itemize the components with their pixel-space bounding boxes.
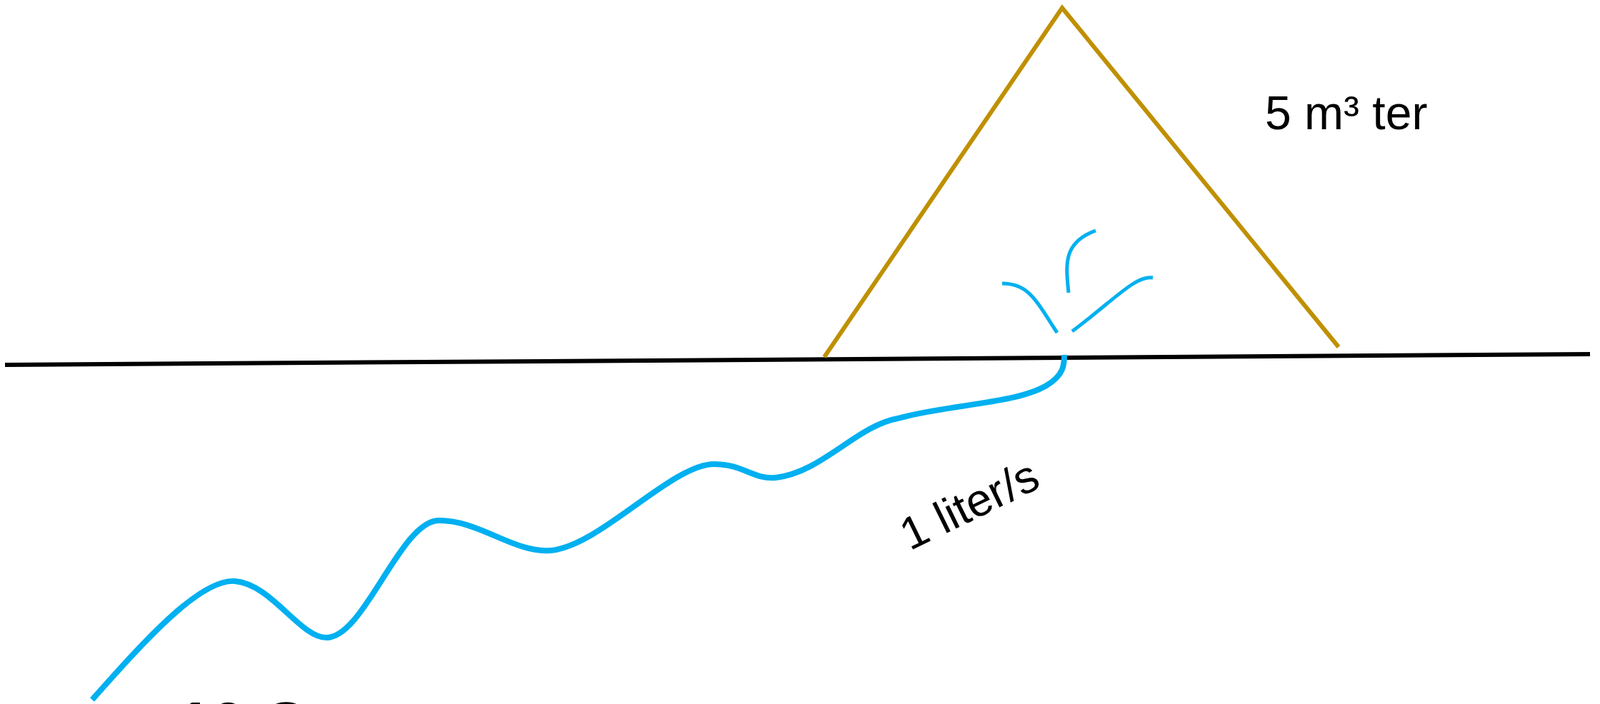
water-splash — [1072, 277, 1153, 332]
water-pipe — [92, 355, 1065, 700]
tent-outline — [824, 7, 1339, 358]
ground-line — [5, 354, 1590, 365]
volume-label: 5 m³ ter — [1265, 87, 1428, 140]
temperature-label: 10 C — [177, 690, 308, 704]
water-splash — [1002, 283, 1058, 333]
water-splash — [1067, 230, 1096, 293]
flow-rate-label: 1 liter/s — [892, 450, 1047, 560]
